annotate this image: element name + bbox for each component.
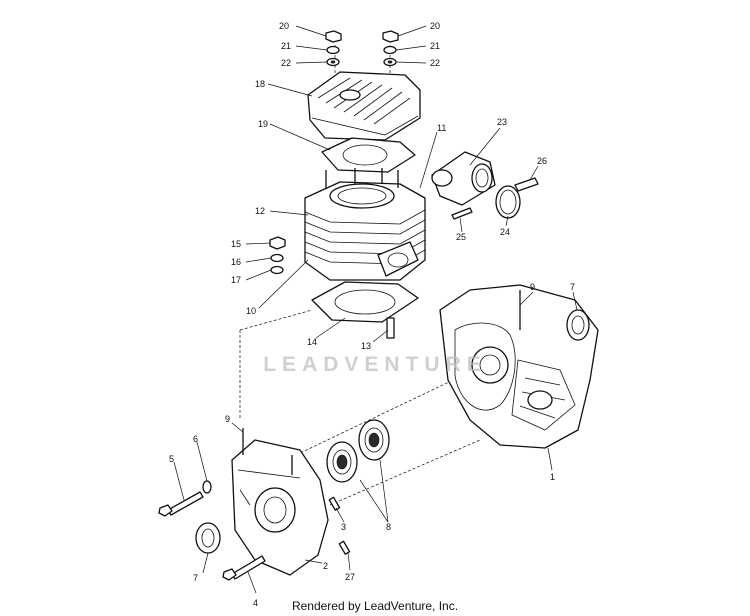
pin-27 xyxy=(338,540,351,555)
washer-6 xyxy=(202,480,212,494)
callout-18: 18 xyxy=(255,79,265,89)
watermark: LEADVENTURE xyxy=(263,353,487,376)
cylinder xyxy=(304,168,426,281)
pin-3 xyxy=(328,496,341,511)
callout-3: 3 xyxy=(341,522,346,532)
crankcase-right xyxy=(439,284,599,449)
callout-labels: 20 20 21 21 22 22 18 19 11 23 26 12 25 2… xyxy=(169,21,575,608)
bolt-4 xyxy=(222,555,266,581)
callout-15: 15 xyxy=(231,239,241,249)
callout-14: 14 xyxy=(307,337,317,347)
callout-13: 13 xyxy=(361,341,371,351)
callout-22-left: 22 xyxy=(281,58,291,68)
hose-clamp xyxy=(495,185,521,219)
oil-seal-upper xyxy=(566,309,590,341)
callout-21-left: 21 xyxy=(281,41,291,51)
callout-8: 8 xyxy=(386,522,391,532)
callout-20-left: 20 xyxy=(279,21,289,31)
callout-1: 1 xyxy=(550,472,555,482)
cylinder-nut-set xyxy=(269,236,286,275)
head-nut-set-right xyxy=(382,30,399,67)
bolt-5 xyxy=(158,491,204,517)
leader-lines xyxy=(173,25,578,594)
bearing-b xyxy=(358,419,390,461)
bolt-25 xyxy=(451,207,473,220)
callout-17: 17 xyxy=(231,275,241,285)
callout-24: 24 xyxy=(500,227,510,237)
callout-20-right: 20 xyxy=(430,21,440,31)
footer-credit: Rendered by LeadVenture, Inc. xyxy=(291,599,459,613)
dowel-pin xyxy=(386,317,395,339)
callout-6: 6 xyxy=(193,434,198,444)
callout-19: 19 xyxy=(258,119,268,129)
callout-12: 12 xyxy=(255,206,265,216)
oil-seal-lower xyxy=(195,522,221,554)
callout-2: 2 xyxy=(323,561,328,571)
callout-25: 25 xyxy=(456,232,466,242)
bearing-a xyxy=(326,441,358,483)
callout-9-lower: 9 xyxy=(225,414,230,424)
callout-16: 16 xyxy=(231,257,241,267)
callout-21-right: 21 xyxy=(430,41,440,51)
callout-27: 27 xyxy=(345,572,355,582)
base-gasket xyxy=(311,281,419,323)
head-nut-set-left xyxy=(325,30,342,67)
callout-9-upper: 9 xyxy=(530,282,535,292)
head-gasket xyxy=(321,137,416,173)
clamp-screw xyxy=(514,177,539,192)
callout-4: 4 xyxy=(253,598,258,608)
crankcase-left xyxy=(231,428,329,576)
callout-7-lower: 7 xyxy=(193,573,198,583)
callout-26: 26 xyxy=(537,156,547,166)
callout-5: 5 xyxy=(169,454,174,464)
cylinder-head xyxy=(307,71,421,141)
callout-10: 10 xyxy=(246,306,256,316)
callout-23: 23 xyxy=(497,117,507,127)
intake-boot xyxy=(431,151,496,206)
callout-22-right: 22 xyxy=(430,58,440,68)
callout-11: 11 xyxy=(437,123,446,133)
callout-7-upper: 7 xyxy=(570,282,575,292)
